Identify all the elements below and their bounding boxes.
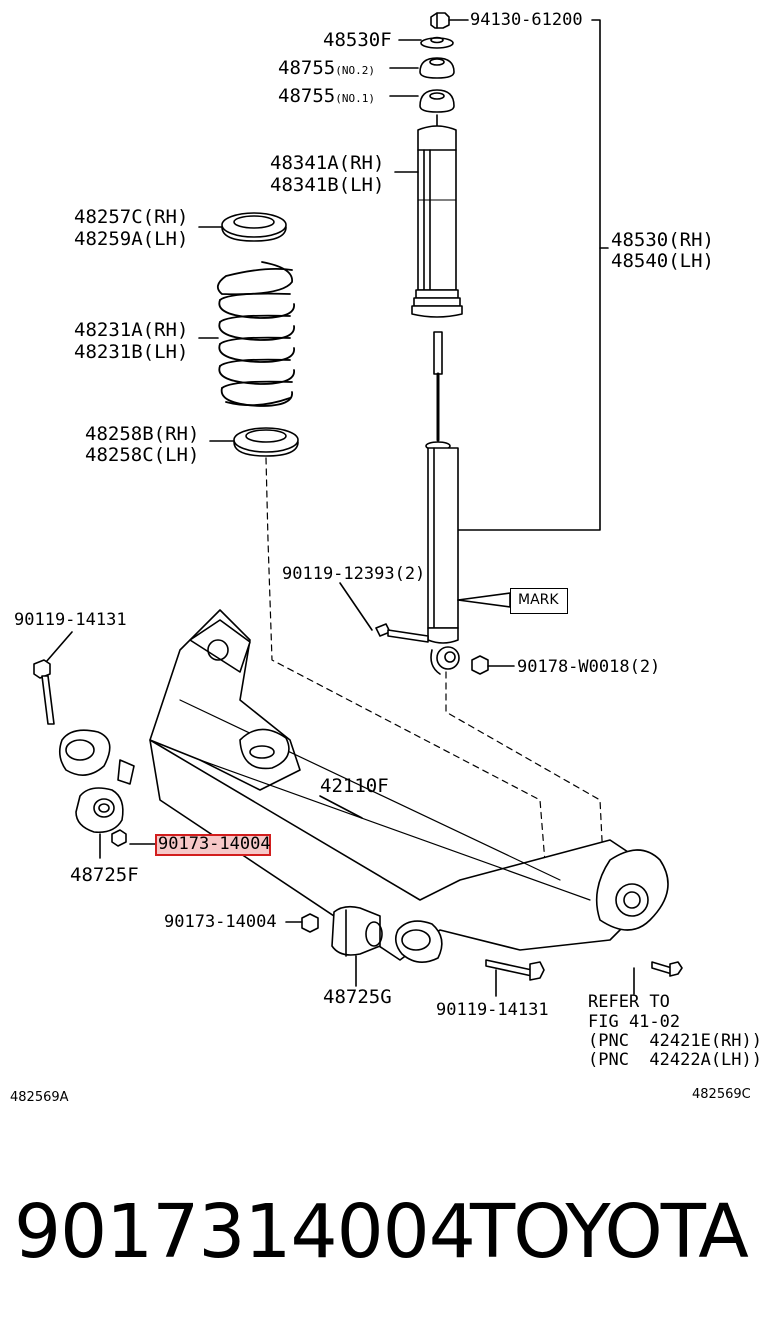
label-48540-lh: 48540(LH) xyxy=(611,250,714,272)
label-bolt-14131-left: 90119-14131 xyxy=(14,610,127,630)
brand-name: TOYOTA xyxy=(470,1189,749,1275)
label-48755-no2-number: 48755 xyxy=(278,57,336,79)
highlight-box xyxy=(155,834,271,856)
refer-line-4: (PNC 42422A(LH)) xyxy=(588,1050,760,1070)
top-nut-icon xyxy=(430,12,450,29)
dust-boot-icon xyxy=(411,114,463,318)
diagram-drawing xyxy=(33,12,683,997)
label-48341-rh: 48341A(RH) xyxy=(270,152,385,174)
spring-upper-seat-icon xyxy=(221,212,287,242)
label-nut-w0018: 90178-W0018(2) xyxy=(517,657,661,677)
label-48258-lh: 48258C(LH) xyxy=(85,444,200,466)
label-nut-highlighted-tail: 4 xyxy=(260,834,271,854)
stopper-no2-icon xyxy=(419,57,455,79)
axle-beam-icon xyxy=(58,609,669,963)
beam-bolt-bottom-icon xyxy=(485,959,545,981)
bushing-nut-icon xyxy=(301,913,319,933)
label-48530-rh: 48530(RH) xyxy=(611,229,714,251)
shock-absorber-icon xyxy=(425,331,460,675)
small-nut-icon xyxy=(111,829,127,847)
label-48341-lh: 48341B(LH) xyxy=(270,174,385,196)
coil-spring-icon xyxy=(216,261,295,407)
part-number: 9017314004 xyxy=(14,1189,476,1275)
spring-lower-seat-icon xyxy=(233,427,299,457)
label-48755-no2-suffix: (NO.2) xyxy=(335,64,375,77)
label-48755-no1-suffix: (NO.1) xyxy=(335,92,375,105)
stopper-no1-icon xyxy=(419,89,455,113)
refer-line-3: (PNC 42421E(RH)) xyxy=(588,1031,760,1051)
label-48755-no1-number: 48755 xyxy=(278,85,336,107)
mark-box xyxy=(510,588,568,614)
label-nut-14004: 90173-14004 xyxy=(164,912,277,932)
footer: 9017314004 TOYOTA xyxy=(0,1180,760,1290)
label-48755-no2: 48755(NO.2) xyxy=(278,57,375,82)
label-bolt-12393: 90119-12393(2) xyxy=(282,564,426,584)
label-bushing-48725g: 48725G xyxy=(323,986,392,1008)
label-48259-lh: 48259A(LH) xyxy=(74,228,189,250)
label-48231-lh: 48231B(LH) xyxy=(74,341,189,363)
label-48257-rh: 48257C(RH) xyxy=(74,206,189,228)
label-bushing-48725f: 48725F xyxy=(70,864,139,886)
label-48231-rh: 48231A(RH) xyxy=(74,319,189,341)
hub-bolt-icon xyxy=(651,961,683,977)
upper-seat-icon xyxy=(420,36,454,49)
shock-nut-icon xyxy=(471,655,515,675)
refer-line-2: FIG 41-02 xyxy=(588,1012,681,1032)
refer-line-1: REFER TO xyxy=(588,992,670,1012)
drawing-code-right: 482569C xyxy=(692,1087,751,1102)
label-nut-top: 94130-61200 xyxy=(470,10,583,30)
label-nut-highlighted-text: 90173-1400 xyxy=(158,834,261,854)
label-48755-no1: 48755(NO.1) xyxy=(278,85,375,110)
label-bolt-14131-bottom: 90119-14131 xyxy=(436,1000,549,1020)
shock-bolt-icon xyxy=(339,582,429,643)
label-48258-rh: 48258B(RH) xyxy=(85,423,200,445)
drawing-code-left: 482569A xyxy=(10,1090,69,1105)
bushing-f-icon xyxy=(75,787,124,834)
label-48530f: 48530F xyxy=(323,29,392,51)
parts-diagram: 94130-61200 48530F 48755(NO.2) 48755(NO.… xyxy=(10,10,760,1105)
beam-bolt-left-icon xyxy=(33,631,73,725)
label-beam-42110f: 42110F xyxy=(320,775,389,797)
bushing-g-icon xyxy=(331,905,383,957)
mark-label: MARK xyxy=(518,592,559,608)
label-nut-highlighted: 90173-14004 xyxy=(158,834,271,854)
